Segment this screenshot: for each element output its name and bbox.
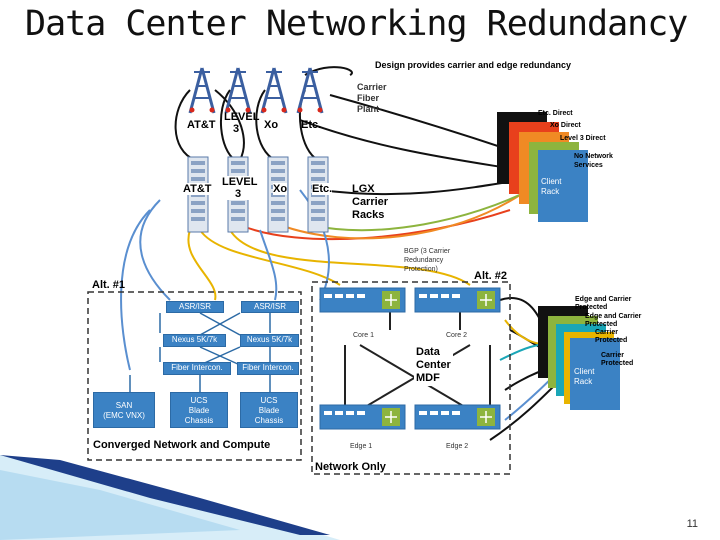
rack-label-att: AT&T [183, 183, 212, 195]
san-box: SAN(EMC VNX) [93, 392, 155, 428]
nexus-left: Nexus 5K/7k [163, 334, 226, 347]
tower-label-etc: Etc. [301, 119, 322, 131]
core2-label: Core 2 [446, 332, 468, 339]
decorative-swoosh [0, 455, 340, 540]
converged-links [129, 312, 271, 392]
edge-switch-icon [319, 404, 406, 430]
direct-label-xo: Xo Direct [550, 122, 581, 129]
tower-icon [296, 67, 324, 114]
tower-label-att: AT&T [187, 119, 216, 131]
design-note: Design provides carrier and edge redunda… [375, 60, 572, 70]
converged-caption: Converged Network and Compute [93, 439, 271, 451]
asr-left: ASR/ISR [166, 301, 224, 313]
page-number: 11 [686, 518, 698, 530]
edge-switch-icon [414, 404, 501, 430]
tower-icon [224, 67, 252, 114]
core-switch-icon [319, 287, 406, 313]
tower-icon [260, 67, 288, 114]
carrier-towers [188, 67, 324, 114]
client-racks-bottom [538, 306, 620, 410]
alt1-boundary [87, 291, 302, 461]
rack-label-etc: Etc. [312, 183, 333, 195]
alt2-boundary [311, 281, 511, 475]
asr-right: ASR/ISR [241, 301, 299, 313]
direct-label-level3: Level 3 Direct [560, 135, 606, 142]
fiber-left: Fiber Intercon. [163, 362, 231, 375]
direct-label-none: No Network Services [574, 153, 613, 169]
core-switch-icon [414, 287, 501, 313]
protected-label-1: Edge and Carrier Protected [575, 296, 632, 311]
fiber-right: Fiber Intercon. [237, 362, 299, 375]
network-only-caption: Network Only [315, 461, 386, 473]
tower-label-level3: LEVEL 3 [224, 111, 260, 135]
rack-label-xo: Xo [273, 183, 288, 195]
protected-label-4: Carrier Protected [601, 352, 634, 367]
direct-label-etc: Etc. Direct [538, 110, 573, 117]
client-racks-top [497, 112, 588, 222]
protected-label-3: Carrier Protected [595, 329, 628, 344]
core1-label: Core 1 [353, 332, 375, 339]
alt2-label: Alt. #2 [474, 270, 508, 282]
rack-label-level3: LEVEL 3 [222, 176, 258, 200]
mdf-switches [319, 287, 501, 430]
edge2-label: Edge 2 [446, 443, 469, 450]
tower-label-xo: Xo [264, 119, 279, 131]
protected-label-2: Edge and Carrier Protected [585, 313, 642, 328]
alt1-label: Alt. #1 [92, 279, 126, 291]
edge1-label: Edge 1 [350, 443, 373, 450]
tower-icon [188, 67, 216, 114]
nexus-right: Nexus 5K/7k [240, 334, 299, 347]
slide-title: Data Center Networking Redundancy [25, 4, 688, 44]
